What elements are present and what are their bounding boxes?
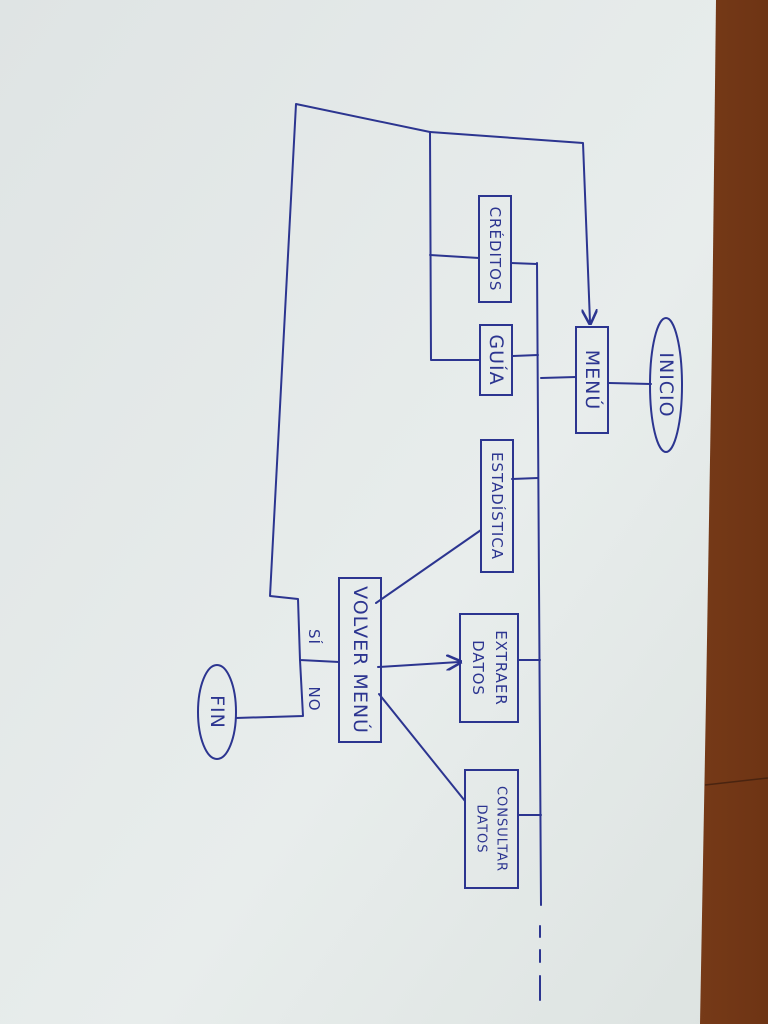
volver-menu-label: VOLVER MENÚ — [349, 586, 373, 734]
node-fin: FIN — [197, 664, 237, 760]
return-branch-creditos — [429, 254, 480, 259]
consultar-datos-shape — [464, 769, 519, 889]
node-menu: MENÚ — [575, 326, 609, 434]
node-guia: GUÍA — [479, 324, 513, 396]
fin-shape — [197, 664, 237, 760]
edge-estadistica-volver — [375, 529, 482, 604]
estadistica-shape — [480, 439, 514, 573]
extraer-datos-label-line2: DATOS — [469, 640, 487, 696]
edge-extraer-volver — [377, 662, 459, 667]
creditos-shape — [478, 195, 512, 303]
branch-estadistica — [511, 477, 539, 480]
fin-label: FIN — [206, 695, 228, 729]
return-line — [429, 131, 481, 361]
inicio-shape — [649, 317, 683, 453]
estadistica-label: ESTADÍSTICA — [488, 452, 507, 560]
edge-label-no: NO — [305, 686, 323, 711]
node-volver-menu: VOLVER MENÚ — [338, 577, 382, 743]
node-inicio: INICIO — [649, 317, 683, 453]
branch-guia — [512, 354, 539, 357]
edge-inicio-menu — [608, 382, 652, 385]
connector-lines — [235, 103, 652, 1001]
node-estadistica: ESTADÍSTICA — [480, 439, 514, 573]
guia-shape — [479, 324, 513, 396]
node-creditos: CRÉDITOS — [478, 195, 512, 303]
inicio-label: INICIO — [655, 352, 677, 417]
edge-consultar-volver — [378, 693, 466, 802]
options-spine — [536, 262, 542, 906]
menu-shape — [575, 326, 609, 434]
edge-no-fin — [235, 659, 304, 719]
consultar-datos-label-line1: CONSULTAR — [494, 786, 509, 872]
wood-seam — [704, 777, 768, 786]
edge-loop-to-menu — [429, 131, 590, 322]
edge-menu-spine — [540, 376, 577, 379]
edge-label-si: SÍ — [305, 629, 324, 645]
creditos-label: CRÉDITOS — [486, 207, 505, 292]
guia-label: GUÍA — [485, 334, 508, 385]
branch-creditos — [510, 262, 538, 265]
menu-label: MENÚ — [581, 350, 605, 411]
extraer-datos-shape — [459, 613, 519, 723]
edge-si-loop — [269, 103, 431, 663]
consultar-datos-label-line2: DATOS — [474, 804, 489, 853]
volver-menu-shape — [338, 577, 382, 743]
node-extraer-datos: EXTRAER DATOS — [459, 613, 519, 723]
extraer-datos-label-line1: EXTRAER — [492, 630, 510, 706]
node-consultar-datos: CONSULTAR DATOS — [464, 769, 519, 889]
paper-sheet — [0, 0, 716, 1024]
